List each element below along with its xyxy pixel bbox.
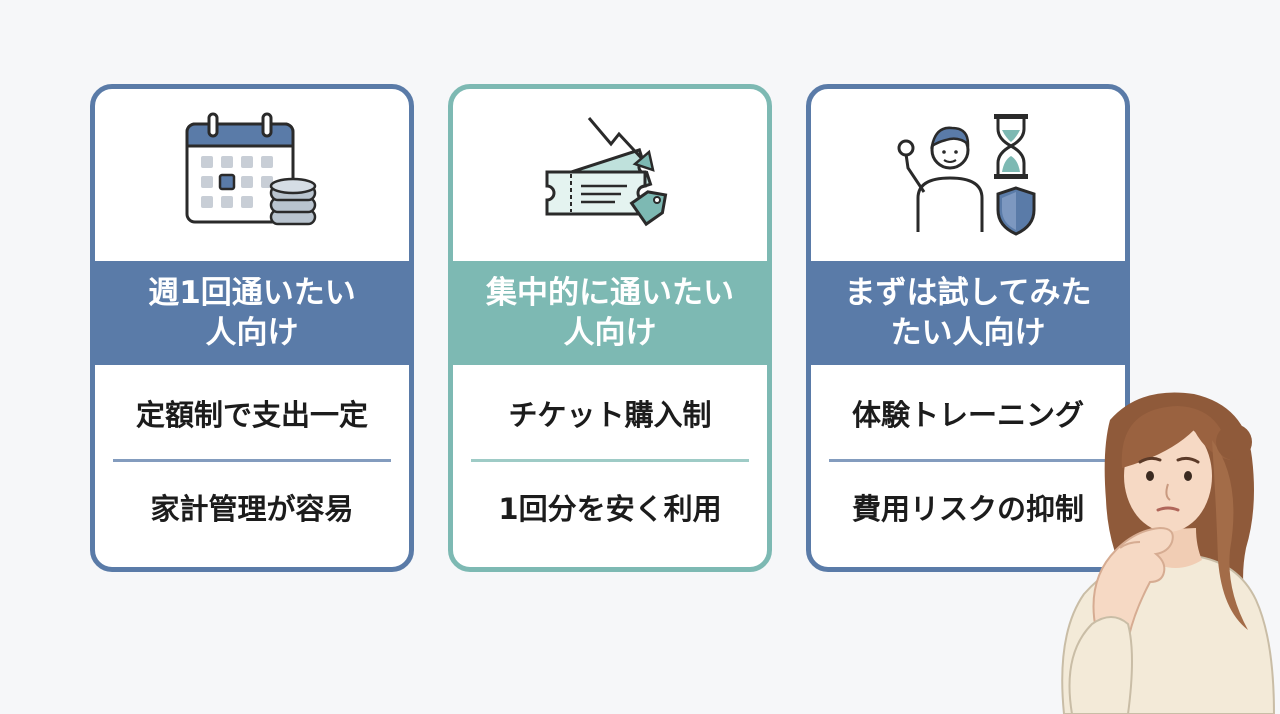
card-icon-area [453,89,767,261]
feature-2: 1回分を安く利用 [498,492,722,526]
person-hourglass-shield-icon [897,114,1036,236]
card-title-line2: 人向け [563,315,657,351]
divider [829,459,1107,462]
plan-card-trial: まずは試してみた たい人向け 体験トレーニング 費用リスクの抑制 [806,84,1130,572]
feature-1: 定額制で支出一定 [135,398,368,432]
thinking-woman-illustration [1061,392,1276,714]
card-title-line1: 集中的に通いたい [486,275,734,311]
feature-1: チケット購入制 [508,398,712,432]
divider [113,459,391,462]
card-title-line2: たい人向け [890,315,1046,351]
card-title: 集中的に通いたい 人向け [453,261,767,365]
plan-card-weekly: 週1回通いたい 人向け 定額制で支出一定 家計管理が容易 [90,84,414,572]
feature-2: 家計管理が容易 [150,492,354,526]
card-title: まずは試してみた たい人向け [811,261,1125,365]
feature-2: 費用リスクの抑制 [851,492,1084,526]
ticket-price-down-icon [545,117,668,227]
divider [471,459,749,462]
card-title-line2: 人向け [205,315,299,351]
calendar-coins-icon [185,112,317,226]
plan-card-intensive: 集中的に通いたい 人向け チケット購入制 1回分を安く利用 [448,84,772,572]
feature-1: 体験トレーニング [851,398,1084,432]
card-title-line1: 週1回通いたい [148,275,356,311]
card-title-line1: まずは試してみた [844,275,1092,311]
card-icon-area [811,89,1125,261]
card-title: 週1回通いたい 人向け [95,261,409,365]
card-icon-area [95,89,409,261]
